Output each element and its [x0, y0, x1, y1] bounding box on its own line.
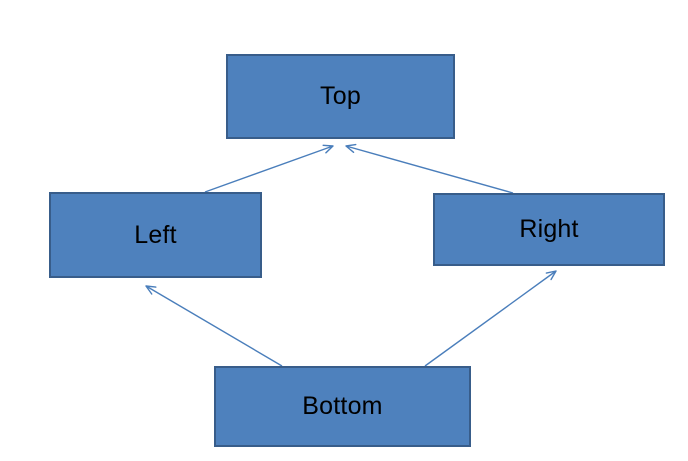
- node-label-top: Top: [320, 82, 361, 110]
- connector-left-to-top: [204, 144, 334, 193]
- connector-bottom-to-left: [145, 285, 283, 367]
- node-label-left: Left: [134, 220, 177, 249]
- node-box-top[interactable]: Top: [226, 54, 455, 139]
- connector-bottom-to-right: [424, 270, 557, 367]
- connector-right-to-top: [345, 143, 514, 194]
- node-label-bottom: Bottom: [302, 392, 383, 420]
- node-box-right[interactable]: Right: [433, 193, 665, 266]
- node-box-left[interactable]: Left: [49, 192, 262, 278]
- node-label-right: Right: [519, 215, 579, 243]
- node-box-bottom[interactable]: Bottom: [214, 366, 471, 447]
